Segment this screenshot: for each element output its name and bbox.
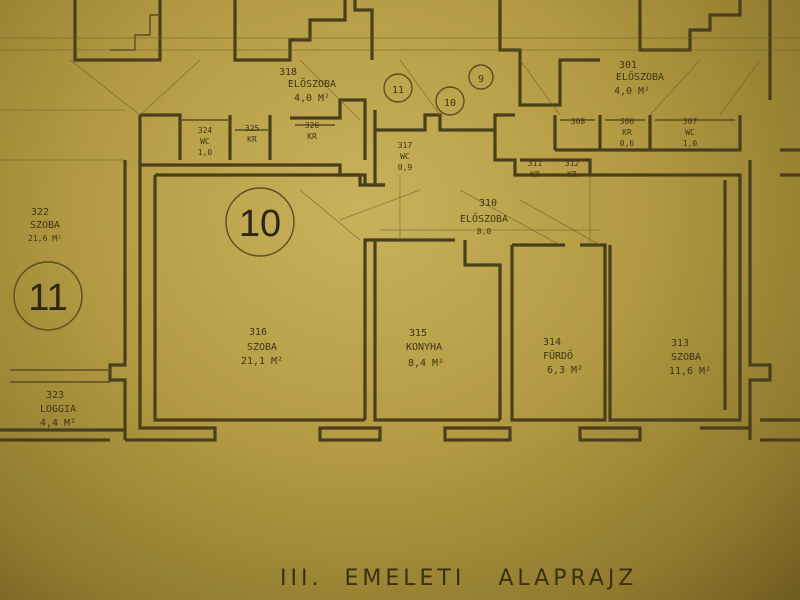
room-label-312: 312 KR (565, 159, 580, 179)
svg-text:21,6 M²: 21,6 M² (28, 234, 62, 243)
svg-text:317: 317 (398, 141, 413, 150)
svg-text:21,1 M²: 21,1 M² (241, 356, 283, 367)
svg-text:4,0 M²: 4,0 M² (614, 86, 650, 97)
svg-text:312: 312 (565, 159, 580, 168)
room-label-311: 311 KR (528, 159, 543, 179)
svg-text:314: 314 (543, 337, 561, 348)
room-label-301: 301 ELŐSZOBA 4,0 M² (614, 60, 664, 97)
svg-text:8,4 M²: 8,4 M² (408, 358, 444, 369)
room-label-315: 315 KONYHA 8,4 M² (406, 328, 444, 369)
svg-text:326: 326 (305, 121, 320, 130)
svg-text:308: 308 (571, 117, 586, 126)
svg-text:313: 313 (671, 338, 689, 349)
svg-text:323: 323 (46, 390, 64, 401)
svg-text:307: 307 (683, 117, 698, 126)
title-part-3: ALAPRAJZ (498, 566, 638, 591)
main-walls (0, 148, 800, 442)
svg-text:LOGGIA: LOGGIA (40, 404, 76, 415)
service-zone-walls (138, 98, 742, 187)
title-part-1: III. (280, 566, 323, 591)
svg-text:ELŐSZOBA: ELŐSZOBA (616, 69, 664, 83)
stair-markers: 11 10 9 (383, 64, 494, 116)
room-label-323: 323 LOGGIA 4,4 M² (40, 390, 76, 429)
svg-text:WC: WC (685, 128, 695, 137)
svg-text:WC: WC (200, 137, 210, 146)
svg-text:SZOBA: SZOBA (30, 220, 60, 231)
svg-text:311: 311 (528, 159, 543, 168)
svg-text:306: 306 (620, 117, 635, 126)
svg-text:KR: KR (622, 128, 632, 137)
stair-marker-11: 11 (392, 85, 404, 96)
svg-text:WC: WC (400, 152, 410, 161)
svg-text:318: 318 (279, 67, 297, 78)
room-label-313: 313 SZOBA 11,6 M² (669, 338, 711, 377)
stair-marker-10: 10 (444, 98, 456, 109)
svg-text:310: 310 (479, 198, 497, 209)
upper-wall-fragments (0, 0, 800, 107)
title-part-2: EMELETI (344, 566, 466, 591)
room-label-325: 325 KR (245, 124, 260, 144)
room-label-308: 308 (571, 117, 586, 126)
svg-text:1,0: 1,0 (683, 139, 698, 148)
svg-text:FÜRDŐ: FÜRDŐ (543, 348, 573, 362)
svg-text:KR: KR (307, 132, 317, 141)
svg-text:KR: KR (530, 170, 540, 179)
svg-text:316: 316 (249, 327, 267, 338)
svg-text:0,9: 0,9 (398, 163, 413, 172)
svg-text:325: 325 (245, 124, 260, 133)
room-label-322: 322 SZOBA 21,6 M² (28, 207, 62, 243)
room-label-326: 326 KR (305, 121, 320, 141)
svg-text:SZOBA: SZOBA (247, 342, 277, 353)
svg-text:301: 301 (619, 60, 637, 71)
svg-text:KR: KR (567, 170, 577, 179)
svg-text:8,0: 8,0 (477, 227, 492, 236)
svg-text:KR: KR (247, 135, 257, 144)
svg-text:4,0 M²: 4,0 M² (294, 93, 330, 104)
unit-marker-11: 11 (13, 261, 83, 331)
svg-text:KONYHA: KONYHA (406, 342, 442, 353)
svg-text:0,6: 0,6 (620, 139, 635, 148)
svg-text:1,0: 1,0 (198, 148, 213, 157)
room-label-318: 318 ELŐSZOBA 4,0 M² (279, 67, 336, 104)
svg-text:ELŐSZOBA: ELŐSZOBA (288, 76, 336, 90)
svg-text:11,6 M²: 11,6 M² (669, 366, 711, 377)
room-label-310: 310 ELŐSZOBA 8,0 (460, 198, 508, 236)
stair-marker-9: 9 (478, 74, 484, 85)
svg-text:6,3 M²: 6,3 M² (547, 365, 583, 376)
svg-text:315: 315 (409, 328, 427, 339)
room-label-307: 307 WC 1,0 (683, 117, 698, 148)
svg-text:4,4 M²: 4,4 M² (40, 418, 76, 429)
svg-text:322: 322 (31, 207, 49, 218)
room-label-314: 314 FÜRDŐ 6,3 M² (543, 337, 583, 376)
construction-lines (0, 59, 761, 246)
plan-title: III. EMELETI ALAPRAJZ (280, 566, 740, 591)
room-label-306: 306 KR 0,6 (620, 117, 635, 148)
unit-number-10: 10 (239, 203, 281, 245)
svg-text:324: 324 (198, 126, 213, 135)
svg-text:ELŐSZOBA: ELŐSZOBA (460, 211, 508, 225)
unit-marker-10: 10 (225, 187, 295, 257)
room-label-317: 317 WC 0,9 (398, 141, 413, 172)
unit-number-11: 11 (28, 277, 67, 319)
svg-text:SZOBA: SZOBA (671, 352, 701, 363)
room-label-324: 324 WC 1,0 (198, 126, 213, 157)
room-label-316: 316 SZOBA 21,1 M² (241, 327, 283, 367)
